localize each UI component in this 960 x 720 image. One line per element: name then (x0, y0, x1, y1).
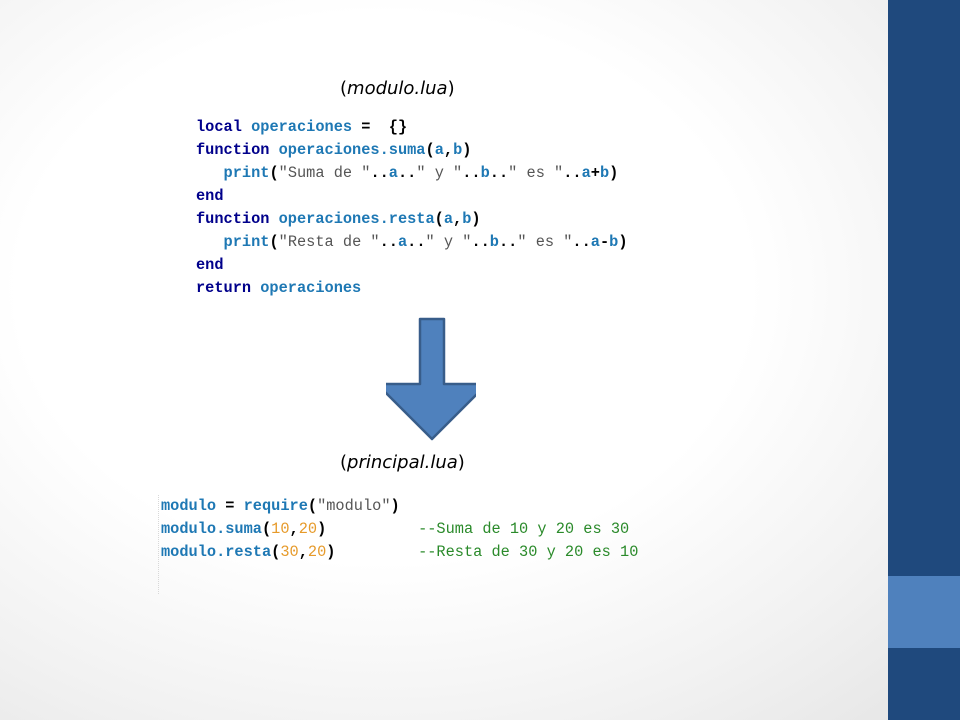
code-line: modulo = require("modulo") (161, 497, 400, 515)
caption-principal-lua: (principal.lua) (340, 452, 465, 473)
slide-side-band (888, 0, 960, 720)
slide-side-band-accent (888, 576, 960, 648)
code-line: modulo.suma(10,20) --Suma de 10 y 20 es … (161, 520, 630, 538)
code-line: local operaciones = {} (196, 118, 408, 136)
code-line: print("Suma de "..a.." y "..b.." es "..a… (223, 164, 619, 182)
code-comment: --Suma de 10 y 20 es 30 (418, 520, 630, 538)
code-line: end (196, 256, 224, 274)
code-line: modulo.resta(30,20) --Resta de 30 y 20 e… (161, 543, 639, 561)
code-block-principal: modulo = require("modulo") modulo.suma(1… (158, 495, 638, 594)
code-line: return operaciones (196, 279, 362, 297)
arrow-down-icon (386, 317, 476, 441)
code-line: function operaciones.suma(a,b) (196, 141, 472, 159)
caption-modulo-lua: (modulo.lua) (340, 78, 455, 99)
code-block-modulo: local operaciones = {} function operacio… (196, 116, 628, 300)
code-line: function operaciones.resta(a,b) (196, 210, 481, 228)
code-line: end (196, 187, 224, 205)
code-comment: --Resta de 30 y 20 es 10 (418, 543, 639, 561)
code-line: print("Resta de "..a.." y "..b.." es "..… (223, 233, 628, 251)
